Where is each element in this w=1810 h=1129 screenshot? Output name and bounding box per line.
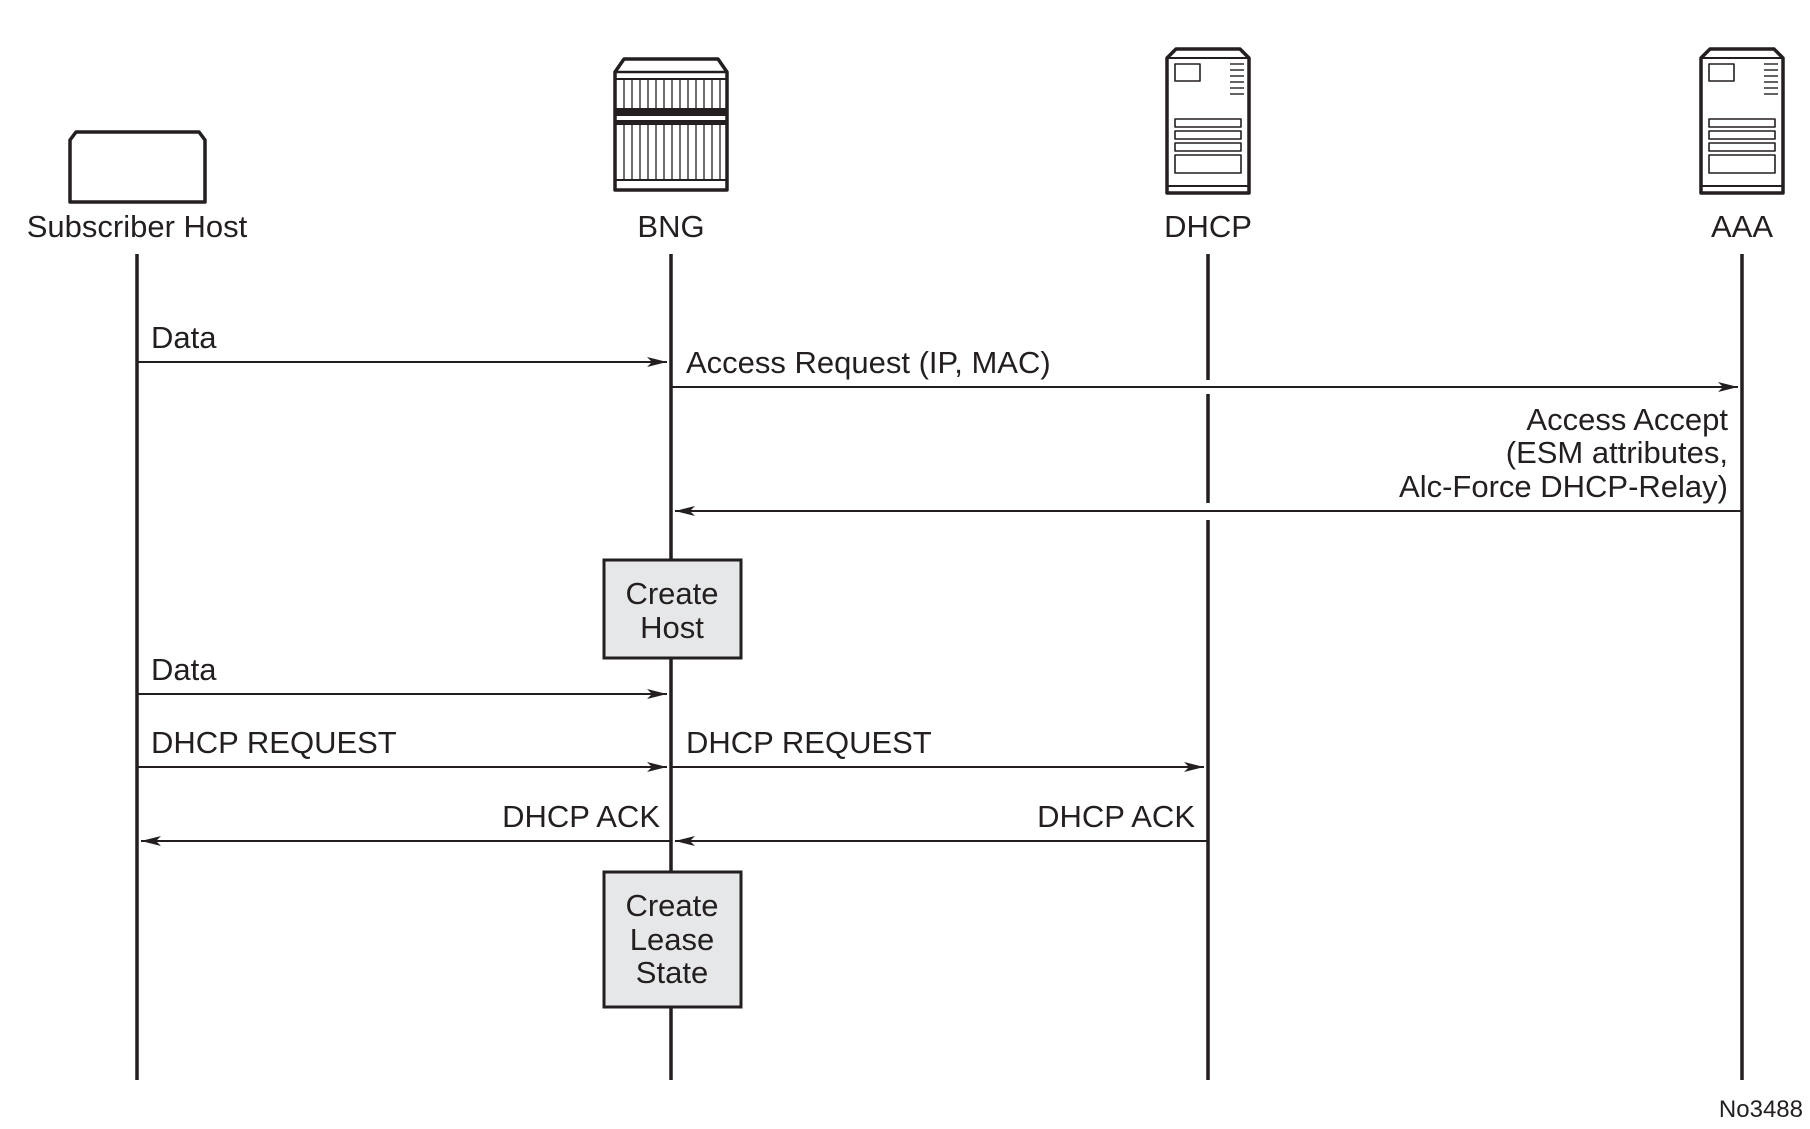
figure-id: No3488 — [1719, 1096, 1803, 1123]
host-device-icon — [68, 130, 207, 204]
process-box-create-host: Create Host — [602, 558, 743, 660]
process-label-create-lease-state-line2: Lease — [630, 922, 714, 957]
message-label-access-request: Access Request (IP, MAC) — [686, 345, 1051, 380]
message-label-dhcp-request-host: DHCP REQUEST — [151, 725, 397, 760]
dhcp-server-icon — [1165, 47, 1251, 195]
process-box-create-lease-state: Create Lease State — [602, 870, 743, 1009]
process-label-create-host-line2: Host — [640, 610, 704, 645]
message-label-access-accept-line3: Alc-Force DHCP-Relay) — [1399, 469, 1728, 504]
participant-label-subscriber-host: Subscriber Host — [27, 209, 248, 244]
message-label-data-2: Data — [151, 652, 217, 687]
process-label-create-lease-state-line1: Create — [625, 888, 718, 923]
message-label-access-accept-line1: Access Accept — [1526, 402, 1728, 437]
message-label-access-accept-line2: (ESM attributes, — [1506, 435, 1728, 470]
participant-label-aaa: AAA — [1711, 209, 1773, 244]
process-label-create-host-line1: Create — [625, 576, 718, 611]
message-label-dhcp-ack-host: DHCP ACK — [502, 799, 660, 834]
message-label-data: Data — [151, 320, 217, 355]
message-label-dhcp-request-bng: DHCP REQUEST — [686, 725, 932, 760]
router-chassis-icon — [613, 57, 729, 192]
participant-label-bng: BNG — [637, 209, 704, 244]
message-label-dhcp-ack-bng: DHCP ACK — [1037, 799, 1195, 834]
aaa-server-icon — [1699, 47, 1785, 195]
participant-label-dhcp: DHCP — [1164, 209, 1252, 244]
process-label-create-lease-state-line3: State — [636, 955, 708, 990]
